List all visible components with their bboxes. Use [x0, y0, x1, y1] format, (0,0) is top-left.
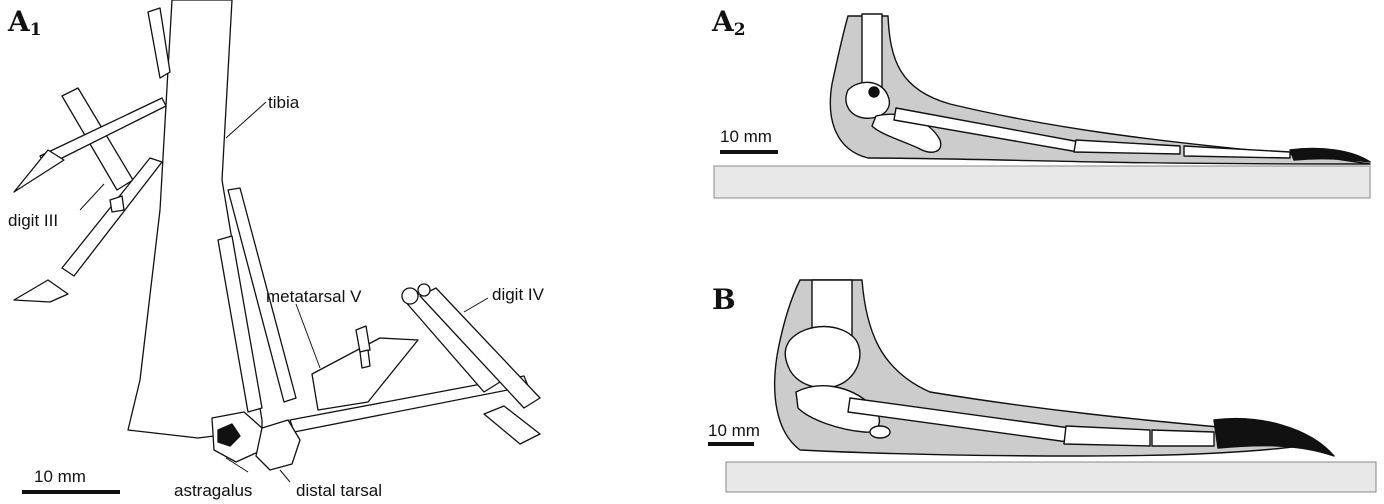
a2-astragalus [846, 82, 889, 118]
metatarsal-v-leader [296, 304, 320, 368]
panel-label-a2: A2 [712, 8, 746, 36]
upper-bone [148, 8, 170, 78]
panel-a2-subscript: 2 [734, 20, 746, 40]
label-metatarsal-v: metatarsal V [266, 288, 361, 305]
small-bone-1 [356, 326, 370, 352]
panel-a2-letter: A [712, 5, 734, 38]
label-tibia: tibia [268, 94, 299, 111]
scale-bar-b-line [708, 442, 754, 446]
panel-b-foot [775, 280, 1334, 456]
scale-bar-a2-text: 10 mm [720, 128, 772, 145]
scale-bar-a2-line [720, 150, 778, 154]
b-phalanx-2 [1152, 430, 1214, 446]
b-phalanx-1 [1064, 426, 1150, 446]
small-bone-2 [360, 350, 370, 368]
digit-iii-leader [80, 184, 104, 210]
label-astragalus: astragalus [174, 482, 252, 499]
digit-iv-knob-1 [402, 288, 418, 304]
ground-a2 [714, 166, 1370, 198]
panel-a1-subscript: 1 [30, 20, 42, 40]
panel-label-a1: A1 [8, 8, 42, 36]
ground-b [726, 462, 1376, 492]
b-astragalus [785, 327, 860, 388]
digit-iii-claw [14, 150, 64, 192]
panel-a1-letter: A [8, 5, 30, 38]
digit-iv-leader [464, 298, 488, 312]
label-digit-iii: digit III [8, 212, 58, 229]
panel-a1-drawing [14, 0, 540, 482]
digit-iv-knob-2 [418, 284, 430, 296]
panel-a2-foot [830, 14, 1370, 164]
digit-iv-end [484, 406, 540, 444]
scale-bar-a1-text: 10 mm [34, 468, 86, 485]
scale-bar-a1-line [22, 490, 120, 494]
digit-iii-small [110, 196, 124, 212]
scale-bar-b-text: 10 mm [708, 422, 760, 439]
a2-tibia [862, 14, 882, 90]
distal-tarsal-leader [280, 470, 290, 482]
panel-b-letter: B [712, 283, 736, 316]
label-digit-iv: digit IV [492, 286, 544, 303]
panel-label-b: B [712, 286, 736, 314]
b-small-bone [870, 426, 890, 438]
digit-iii-lower-claw [14, 280, 68, 302]
tibia-label-leader [226, 102, 266, 138]
label-distal-tarsal: distal tarsal [296, 482, 382, 499]
a2-dark-spot [869, 87, 879, 97]
a2-phalanx-2 [1184, 146, 1290, 158]
